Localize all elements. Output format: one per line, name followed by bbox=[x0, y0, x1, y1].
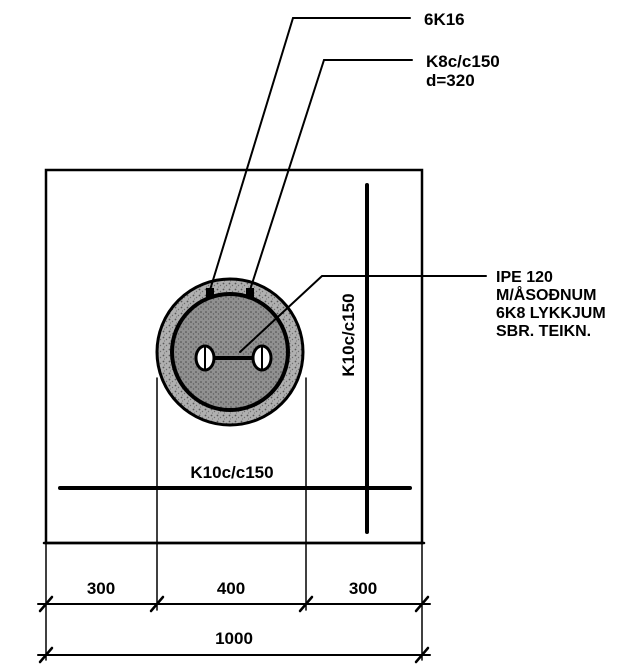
dimension-extensions bbox=[45, 377, 423, 661]
dimension-total: 1000 bbox=[215, 629, 253, 648]
column-section bbox=[155, 277, 305, 427]
rebar-dot bbox=[246, 288, 254, 297]
vertical-rebar-label: K10c/c150 bbox=[339, 293, 358, 376]
label-top-bar: 6K16 bbox=[424, 10, 465, 29]
label-stirrup-line1: K8c/c150 bbox=[426, 52, 500, 71]
horizontal-rebar-label: K10c/c150 bbox=[190, 463, 273, 482]
dimension-right: 300 bbox=[349, 579, 377, 598]
label-ipe-line3: 6K8 LYKKJUM bbox=[496, 305, 606, 322]
stirrup-ring bbox=[170, 292, 290, 412]
dimension-line-segments bbox=[37, 595, 431, 613]
label-ipe-line2: M/ÅSOÐNUM bbox=[496, 285, 596, 304]
rebar-dot bbox=[206, 288, 214, 297]
label-stirrup-line2: d=320 bbox=[426, 71, 475, 90]
dimension-left: 300 bbox=[87, 579, 115, 598]
dimension-middle: 400 bbox=[217, 579, 245, 598]
dimension-line-total bbox=[37, 646, 431, 664]
leader-stirrup bbox=[249, 59, 413, 291]
leader-ipe bbox=[239, 275, 487, 353]
label-ipe-line4: SBR. TEIKN. bbox=[496, 323, 591, 340]
label-ipe-line1: IPE 120 bbox=[496, 269, 553, 286]
ipe-section bbox=[194, 344, 273, 372]
leader-top-bar bbox=[209, 17, 411, 291]
